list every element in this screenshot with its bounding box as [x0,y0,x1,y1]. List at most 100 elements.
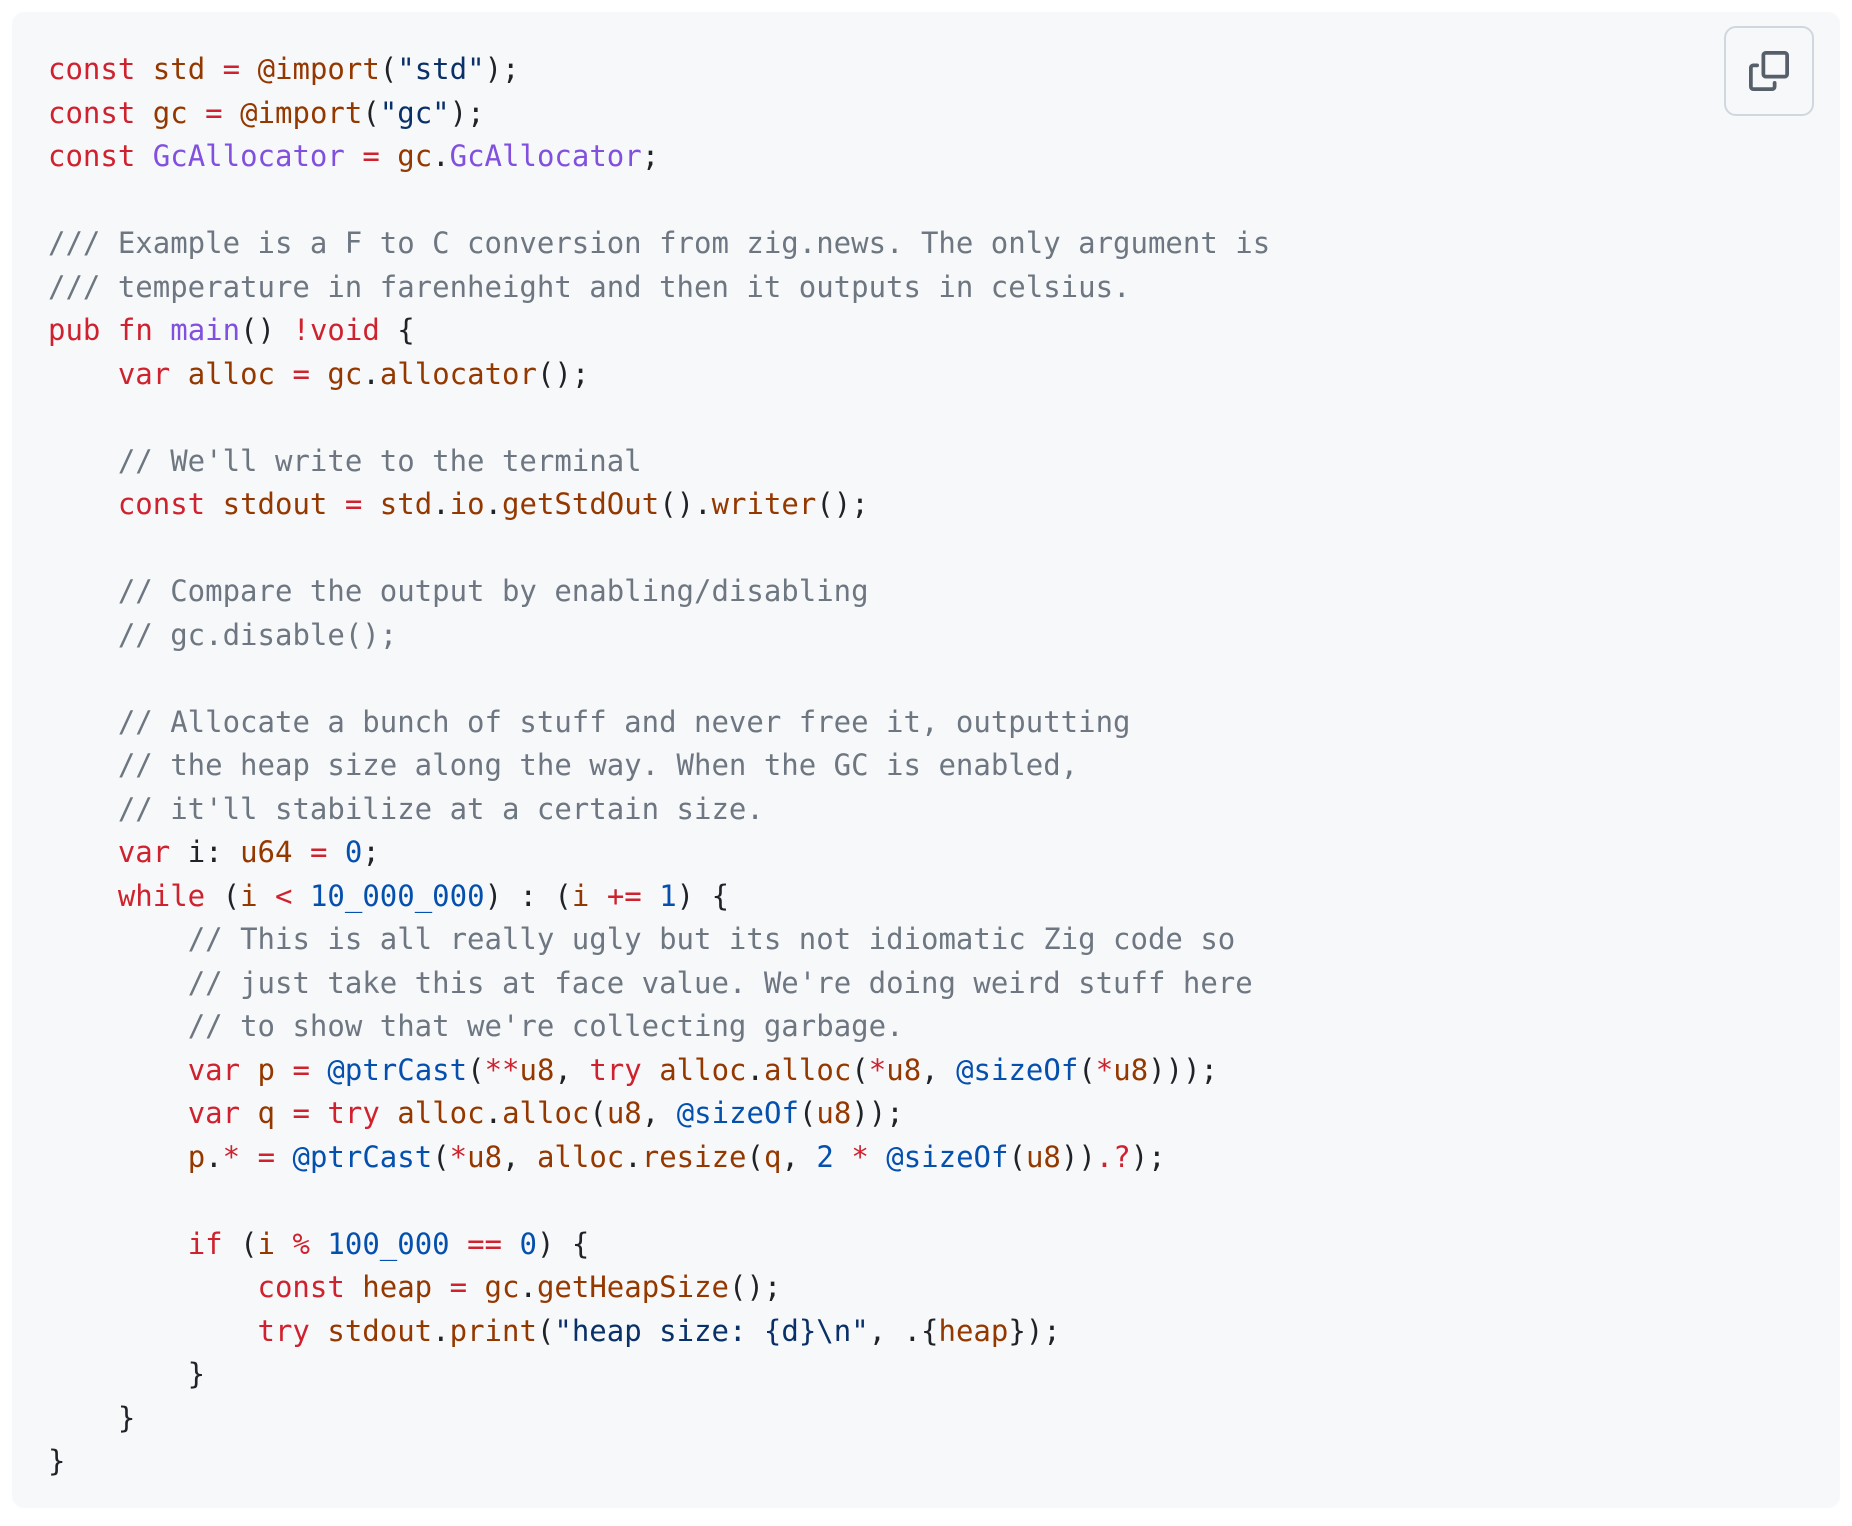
code-token [240,1053,257,1087]
code-token [240,1096,257,1130]
code-token [380,139,397,173]
code-token [310,1053,327,1087]
code-token: ( [467,1052,485,1087]
code-token [153,313,170,347]
code-line: while (i < 10_000_000) : (i += 1) { [48,875,1270,919]
code-token: try [589,1052,642,1087]
code-token: q [257,1096,276,1130]
code-token [48,705,118,739]
code-token: stdout [222,487,328,521]
code-token: u8 [886,1052,922,1087]
code-token [48,1096,188,1130]
code-token: = [362,139,380,173]
code-token: , [502,1139,537,1174]
code-token [327,487,344,521]
code-token [48,574,118,608]
code-token: heap [938,1313,1009,1348]
code-token: resize [641,1139,747,1174]
code-token [275,1053,292,1087]
code-token: } [48,1357,206,1391]
copy-icon [1749,51,1789,91]
code-token: // Allocate a bunch of stuff and never f… [117,704,1131,739]
code-token: const [257,1270,345,1304]
code-token: const [117,487,206,521]
code-token [48,835,118,869]
code-token: 0 [519,1226,537,1261]
code-token: ( [222,1226,258,1261]
code-token: std [152,52,206,86]
code-token [275,1227,292,1261]
code-token: ( [1008,1139,1026,1174]
code-token [362,487,379,521]
code-token [48,748,118,782]
code-token: = [449,1270,468,1304]
code-token: = [222,52,241,86]
code-token: u8 [1025,1139,1061,1174]
code-token: . [484,487,503,521]
code-token [275,357,292,391]
code-token: @sizeOf [676,1096,799,1130]
code-token: 0 [344,835,363,869]
code-token: GcAllocator [449,139,642,173]
code-token [310,1227,327,1261]
code-token: * [449,1139,468,1174]
code-token: if [187,1226,223,1261]
code-token: ); [1130,1139,1166,1174]
code-token: "std" [397,52,485,86]
code-token: // This is all really ugly but its not i… [187,922,1236,956]
code-token: fn [117,313,153,347]
code-token: @sizeOf [886,1139,1009,1174]
code-token [48,922,188,956]
code-token: = [292,1052,310,1087]
code-token [48,1009,188,1043]
copy-button[interactable] [1724,26,1814,116]
code-token [48,1140,188,1174]
code-token: @import [257,52,380,86]
code-token: ); [449,95,485,130]
code-line: } [48,1440,1270,1484]
code-token: // just take this at face value. We're d… [187,965,1253,1000]
code-line: ​ [48,396,1270,440]
code-token: , .{ [868,1313,939,1348]
code-token: . [746,1052,764,1087]
code-token: , [781,1139,817,1174]
code-token [275,1096,292,1130]
code-token: (); [729,1270,782,1304]
code-token: u8 [1113,1052,1149,1087]
code-line: const stdout = std.io.getStdOut().writer… [48,483,1270,527]
code-token: ) { [676,878,730,913]
code-line: const heap = gc.getHeapSize(); [48,1266,1270,1310]
code-token: var [187,1096,241,1130]
code-token [502,1227,519,1261]
code-content[interactable]: const std = @import("std");const gc = @i… [48,48,1270,1484]
code-token: pub [48,313,101,347]
code-token: allocator [379,356,537,391]
code-token: i [240,878,258,913]
code-token: // to show that we're collecting garbage… [187,1009,904,1043]
code-line: var alloc = gc.allocator(); [48,353,1270,397]
code-token: const [48,139,136,173]
code-token [135,96,152,130]
code-token: // We'll write to the terminal [117,443,642,478]
code-token: std [379,487,433,521]
code-token: . [484,1096,503,1130]
code-token: // it'll stabilize at a certain size. [117,791,764,826]
code-token [48,966,188,1000]
code-token: const [48,52,136,86]
code-token: u8 [467,1139,503,1174]
code-line: ​ [48,527,1270,571]
code-token: * [851,1139,869,1174]
code-token: (); [816,487,869,521]
code-token [345,1270,362,1304]
code-token: getStdOut [502,487,660,521]
code-line: } [48,1397,1270,1441]
code-token [258,879,275,913]
code-token [345,139,362,173]
code-line: const GcAllocator = gc.GcAllocator; [48,135,1270,179]
code-token: , [554,1052,590,1087]
code-token: // the heap size along the way. When the… [117,748,1079,782]
code-token [450,1227,467,1261]
code-line: } [48,1353,1270,1397]
code-token: ( [798,1096,817,1130]
code-token: = [309,835,328,869]
